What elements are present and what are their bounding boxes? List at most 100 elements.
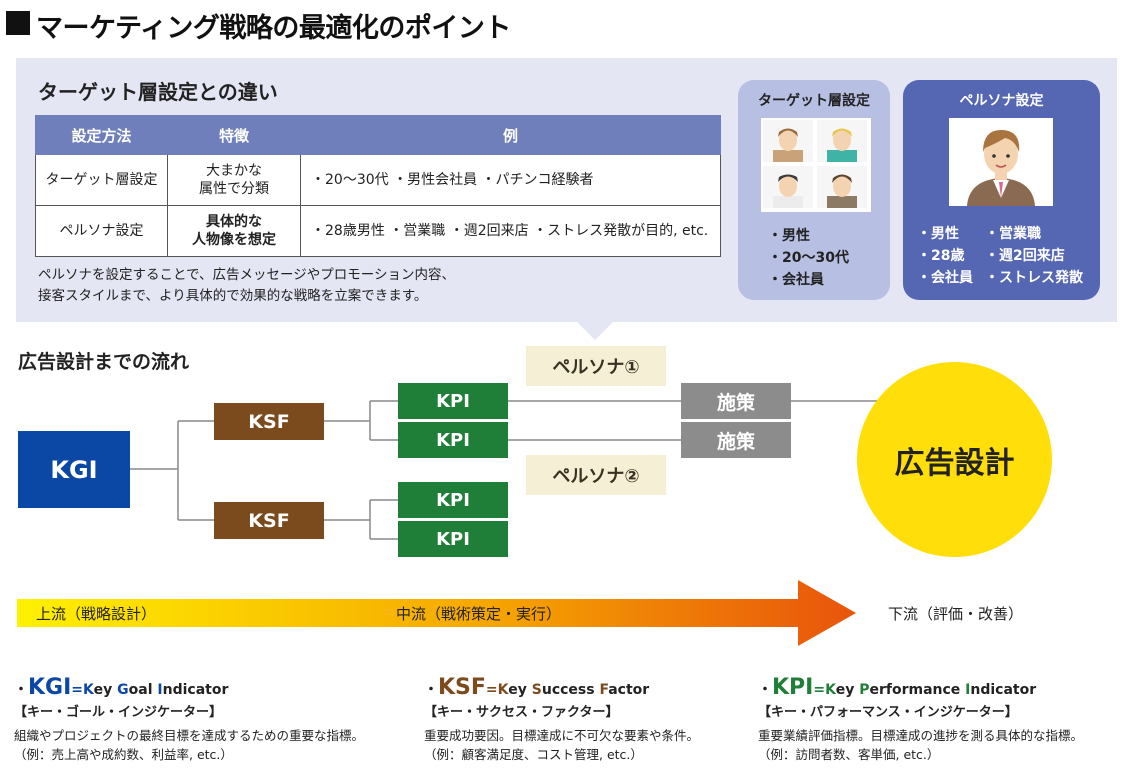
- kpi-box: KPI: [398, 521, 508, 557]
- legend-word: ey: [835, 682, 860, 698]
- attr-item: ・20～30代: [768, 250, 849, 266]
- legend-cap: K: [825, 682, 836, 698]
- person-icon: [817, 120, 867, 162]
- legend-cap: P: [859, 682, 870, 698]
- legend-word: ey: [93, 682, 118, 698]
- table-row: ペルソナ設定 具体的な 人物像を想定 ・28歳男性 ・営業職 ・週2回来店 ・ス…: [35, 205, 721, 257]
- legend-bullet: ・: [758, 682, 772, 698]
- title-square-icon: [6, 11, 30, 35]
- legend-cap: K: [497, 682, 509, 698]
- target-faces: [761, 118, 871, 212]
- legend-abbr: KSF: [438, 675, 486, 700]
- measure-box: 施策: [681, 383, 791, 419]
- header-method: 設定方法: [35, 115, 168, 155]
- panel-pointer: [575, 320, 615, 340]
- persona-tag: ペルソナ②: [526, 455, 666, 495]
- measure-box: 施策: [681, 422, 791, 458]
- header-example: 例: [300, 115, 721, 155]
- flow-heading: 広告設計までの流れ: [18, 351, 190, 373]
- attr-item: ・28歳: [917, 248, 965, 264]
- feature-line: 大まかな: [206, 163, 262, 179]
- table-header-row: 設定方法 特徴 例: [35, 115, 721, 155]
- persona-card-title: ペルソナ設定: [959, 93, 1044, 109]
- legend-desc: 重要業績評価指標。目標達成の進捗を測る具体的な指標。: [758, 728, 1084, 743]
- flow-arrow: [17, 580, 856, 646]
- attr-item: ・会社員: [768, 272, 824, 288]
- legend-reading: 【キー・パフォーマンス・インジケーター】: [758, 705, 1018, 720]
- ksf-box: KSF: [214, 502, 324, 539]
- legend-cap: F: [599, 682, 609, 698]
- target-attributes: ・男性 ・20～30代 ・会社員: [768, 225, 849, 291]
- legend-reading: 【キー・ゴール・インジケーター】: [14, 705, 223, 720]
- comparison-note: ペルソナを設定することで、広告メッセージやプロモーション内容、 接客スタイルまで…: [38, 265, 455, 307]
- legend-desc: 重要成功要因。目標達成に不可欠な要素や条件。: [424, 728, 700, 743]
- legend-word: ndicator: [970, 682, 1037, 698]
- legend-word: oal: [128, 682, 158, 698]
- row-feature: 具体的な 人物像を想定: [167, 205, 301, 257]
- header-feature: 特徴: [167, 115, 301, 155]
- note-line: ペルソナを設定することで、広告メッセージやプロモーション内容、: [38, 267, 456, 283]
- legend-bullet: ・: [424, 682, 438, 698]
- persona-tag: ペルソナ①: [526, 346, 666, 386]
- legend-word: erformance: [869, 682, 966, 698]
- persona-card: ペルソナ設定 ・男性 ・28歳 ・会社員 ・営業職 ・週2回来店 ・ストレス発散: [903, 80, 1100, 300]
- person-icon: [817, 166, 867, 208]
- legend-word: ey: [508, 682, 532, 698]
- persona-attributes-left: ・男性 ・28歳 ・会社員: [917, 223, 973, 289]
- legend-cap: I: [157, 682, 163, 698]
- comparison-table: 設定方法 特徴 例 ターゲット層設定 大まかな 属性で分類 ・20～30代 ・男…: [35, 115, 721, 257]
- legend-heading: ・KGI=Key Goal Indicator: [14, 675, 414, 700]
- feature-line: 属性で分類: [199, 181, 269, 197]
- page-title: マーケティング戦略の最適化のポイント: [36, 13, 511, 44]
- legend-abbr: KPI: [772, 675, 814, 700]
- kpi-box: KPI: [398, 482, 508, 518]
- attr-item: ・男性: [917, 226, 959, 242]
- row-method: ペルソナ設定: [35, 205, 168, 257]
- legend-desc: 組織やプロジェクトの最終目標を達成するための重要な指標。: [14, 728, 365, 743]
- persona-attributes-right: ・営業職 ・週2回来店 ・ストレス発散: [985, 223, 1083, 289]
- ad-design-circle: 広告設計: [857, 362, 1052, 557]
- person-icon: [763, 166, 813, 208]
- legend-kpi: ・KPI=Key Performance Indicator 【キー・パフォーマ…: [758, 675, 1128, 764]
- stage-upstream: 上流（戦略設計）: [36, 605, 157, 623]
- legend-cap: G: [117, 682, 129, 698]
- legend-eq: =: [71, 682, 84, 698]
- legend-example: （例：顧客満足度、コスト管理, etc.）: [424, 747, 643, 762]
- target-card: ターゲット層設定 ・男性 ・20～30代 ・会社員: [738, 80, 890, 300]
- attr-item: ・ストレス発散: [985, 270, 1083, 286]
- legend-ksf: ・KSF=Key Success Factor 【キー・サクセス・ファクター】 …: [424, 675, 754, 764]
- legend-example: （例：訪問者数、客単価, etc.）: [758, 747, 940, 762]
- attr-item: ・男性: [768, 228, 810, 244]
- legend-heading: ・KSF=Key Success Factor: [424, 675, 754, 700]
- stage-downstream: 下流（評価・改善）: [888, 605, 1024, 623]
- legend-cap: S: [531, 682, 542, 698]
- feature-line: 人物像を想定: [192, 232, 276, 248]
- legend-cap: I: [965, 682, 971, 698]
- legend-reading: 【キー・サクセス・ファクター】: [424, 705, 619, 720]
- feature-line: 具体的な: [206, 214, 262, 230]
- persona-portrait-icon: [949, 118, 1053, 206]
- kgi-box: KGI: [18, 431, 130, 508]
- legend-cap: K: [83, 682, 94, 698]
- legend-word: uccess: [541, 682, 600, 698]
- person-icon: [763, 120, 813, 162]
- legend-bullet: ・: [14, 682, 28, 698]
- legend-eq: =: [813, 682, 826, 698]
- target-card-title: ターゲット層設定: [758, 93, 870, 109]
- legend-word: ndicator: [162, 682, 229, 698]
- legend-word: actor: [608, 682, 650, 698]
- row-example: ・20～30代 ・男性会社員 ・パチンコ経験者: [300, 154, 721, 206]
- kpi-box: KPI: [398, 383, 508, 419]
- legend-heading: ・KPI=Key Performance Indicator: [758, 675, 1128, 700]
- legend-example: （例：売上高や成約数、利益率, etc.）: [14, 747, 233, 762]
- ksf-box: KSF: [214, 403, 324, 440]
- note-line: 接客スタイルまで、より具体的で効果的な戦略を立案できます。: [38, 288, 428, 304]
- attr-item: ・会社員: [917, 270, 973, 286]
- kpi-box: KPI: [398, 422, 508, 458]
- attr-item: ・営業職: [985, 226, 1041, 242]
- row-method: ターゲット層設定: [35, 154, 168, 206]
- row-example: ・28歳男性 ・営業職 ・週2回来店 ・ストレス発散が目的, etc.: [300, 205, 721, 257]
- comparison-heading: ターゲット層設定との違い: [38, 80, 278, 104]
- legend-eq: =: [485, 682, 498, 698]
